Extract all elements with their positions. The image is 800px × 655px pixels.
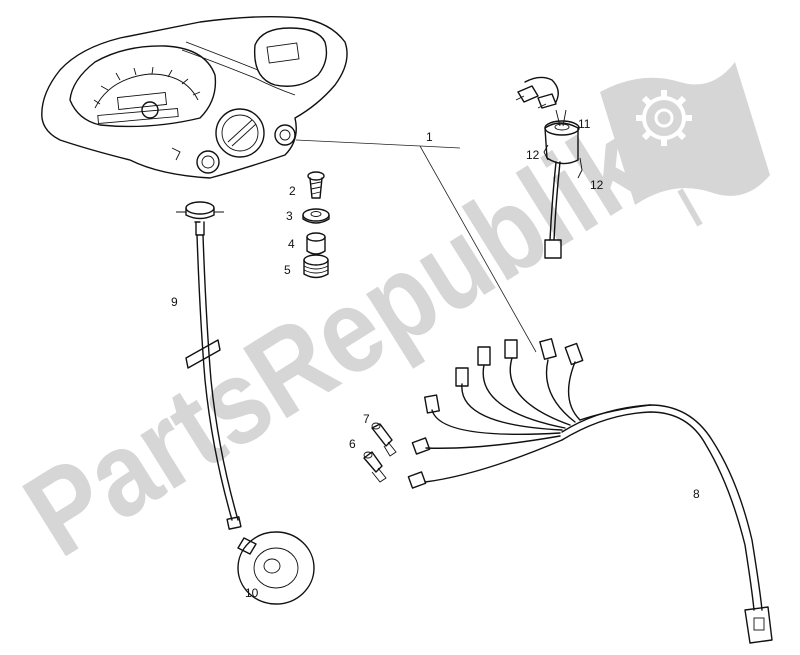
screw — [307, 171, 325, 199]
bushing — [306, 232, 326, 255]
callout-1: 1 — [426, 130, 433, 144]
callout-12-right: 12 — [590, 178, 604, 192]
bulb-7 — [371, 422, 397, 457]
callout-12-left: 12 — [526, 148, 540, 162]
callout-2: 2 — [289, 184, 296, 198]
bulb-6 — [363, 451, 387, 483]
callout-10: 10 — [245, 586, 259, 600]
callout-labels: 1 2 3 4 5 6 7 8 9 10 11 12 12 — [171, 117, 700, 600]
callout-9: 9 — [171, 295, 178, 309]
gear-flag-icon — [600, 62, 770, 227]
callout-5: 5 — [284, 263, 291, 277]
callout-4: 4 — [288, 237, 295, 251]
harness-connectors — [407, 338, 584, 489]
speedometer-drive — [237, 531, 315, 605]
ignition-switch — [515, 76, 583, 259]
callout-3: 3 — [286, 209, 293, 223]
callout-7: 7 — [363, 412, 370, 426]
instrument-cluster — [41, 15, 348, 179]
watermark-text: PartsRepublik — [3, 97, 668, 582]
wiring-harness — [407, 338, 773, 644]
leader-lines — [295, 139, 537, 353]
watermark: PartsRepublik — [3, 62, 770, 582]
bulbs — [363, 422, 397, 483]
fastener-stack — [302, 171, 330, 279]
callout-6: 6 — [349, 437, 356, 451]
grommet — [303, 254, 329, 279]
callout-8: 8 — [693, 487, 700, 501]
speedometer-cable — [176, 201, 242, 530]
washer — [302, 208, 330, 224]
callout-11: 11 — [578, 117, 591, 131]
